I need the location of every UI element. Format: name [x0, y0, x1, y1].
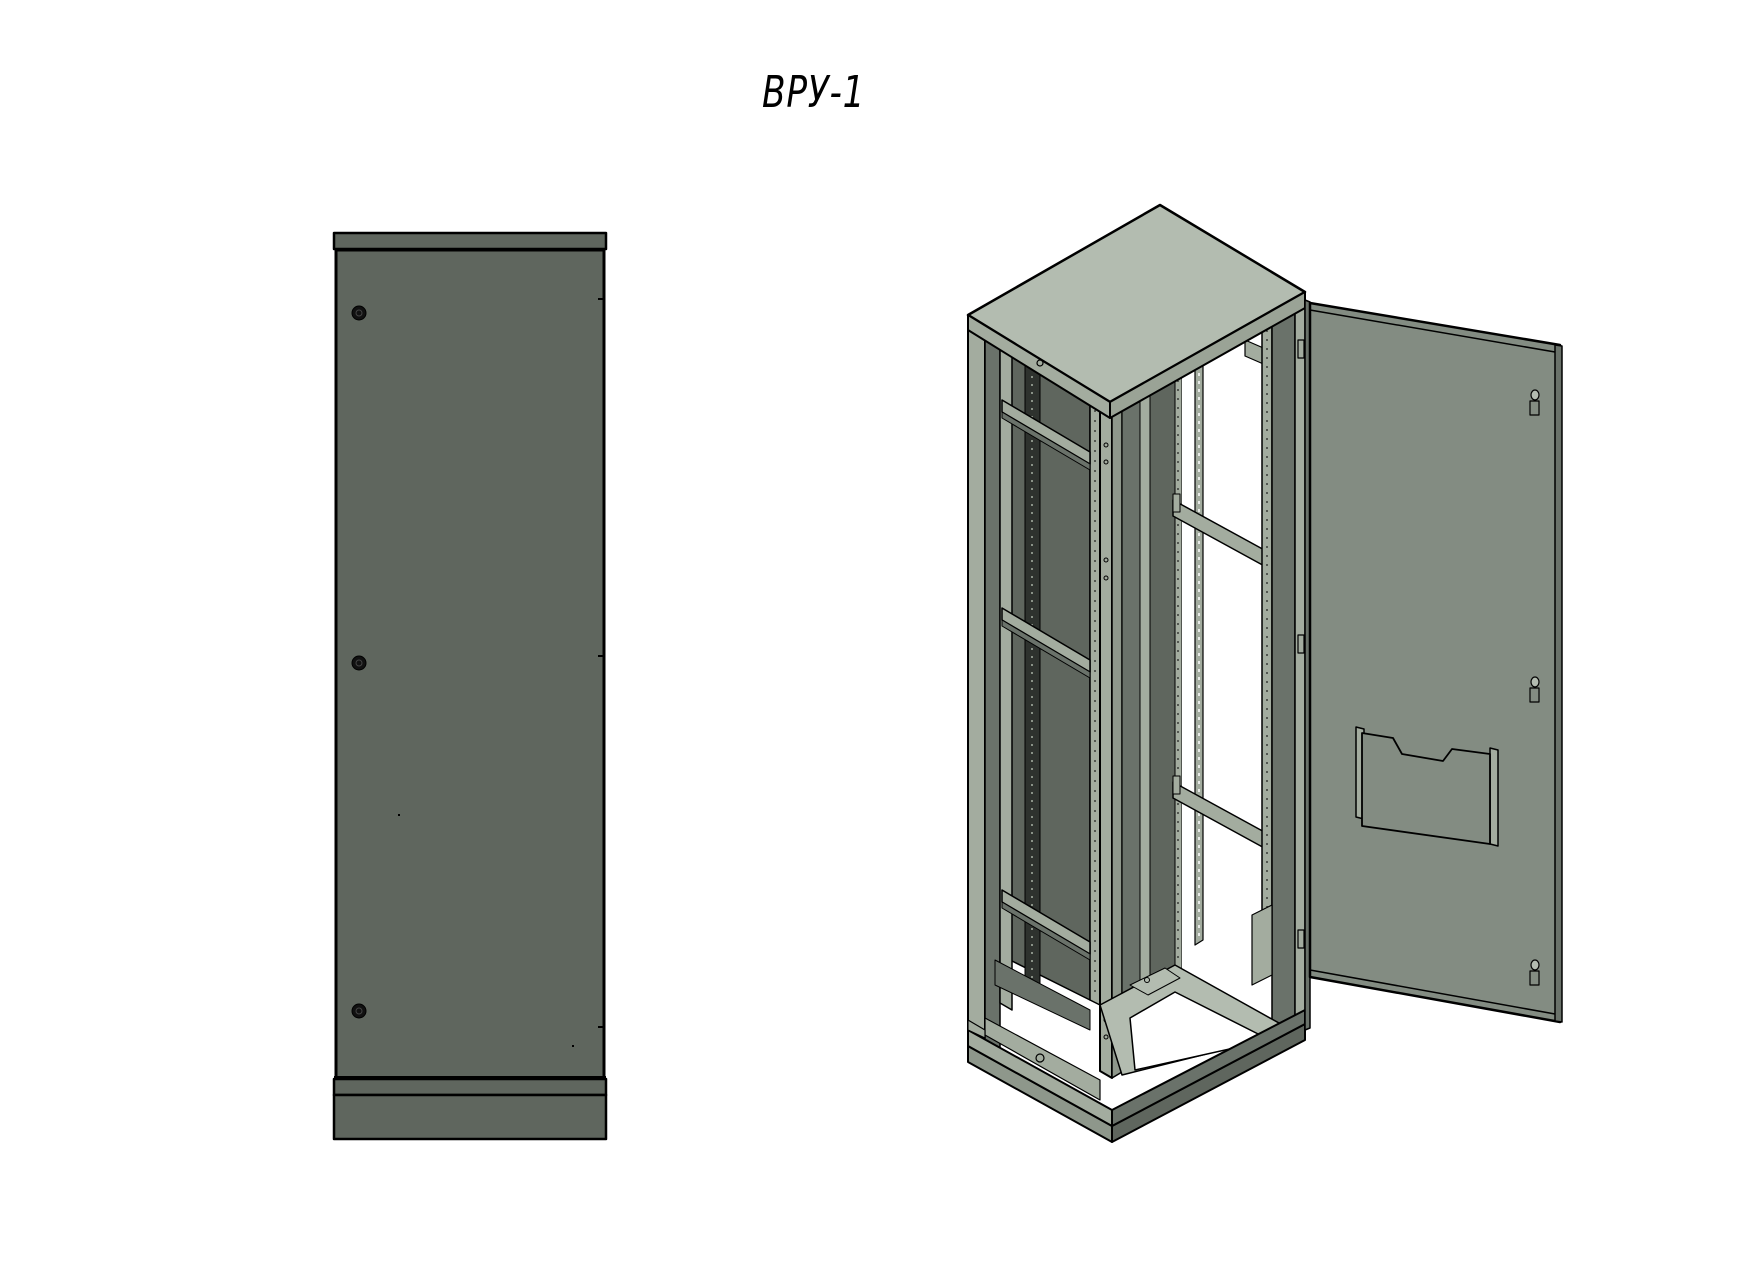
perforated-rail: [1024, 349, 1041, 1001]
plinth: [332, 1093, 608, 1141]
plinth: [967, 1009, 1306, 1143]
roof: [966, 203, 1307, 419]
bolt-icon: [1036, 359, 1044, 367]
hinge-icon: [1297, 634, 1305, 654]
din-rail: [1001, 889, 1091, 961]
front-corner-post: [1099, 399, 1113, 1079]
din-rail: [1001, 607, 1091, 679]
latch-icon: [1529, 389, 1540, 416]
roof-cap: [332, 231, 608, 251]
isometric-view-cabinet: [966, 203, 1563, 1143]
door-panel: [334, 248, 606, 1080]
lock-icon: [351, 305, 367, 321]
hinge-icon: [1297, 339, 1305, 359]
open-door[interactable]: [1297, 299, 1563, 1031]
document-pocket: [1355, 726, 1499, 847]
drawing-title: ВРУ-1: [762, 67, 866, 118]
inner-post: [1139, 386, 1151, 991]
plinth-strip: [332, 1077, 608, 1097]
cable-plate: [1129, 967, 1181, 996]
bolt-icon: [1035, 1053, 1045, 1063]
latch-icon: [1529, 959, 1540, 986]
bracket: [1251, 904, 1273, 986]
left-front-post: [967, 317, 986, 1056]
front-view-cabinet: [332, 231, 608, 1141]
lock-icon: [351, 655, 367, 671]
latch-icon: [1529, 676, 1540, 703]
lock-icon: [351, 1003, 367, 1019]
hinge-icon: [1297, 929, 1305, 949]
din-rail: [1001, 399, 1091, 471]
door-inner-panel: [1308, 301, 1562, 1024]
